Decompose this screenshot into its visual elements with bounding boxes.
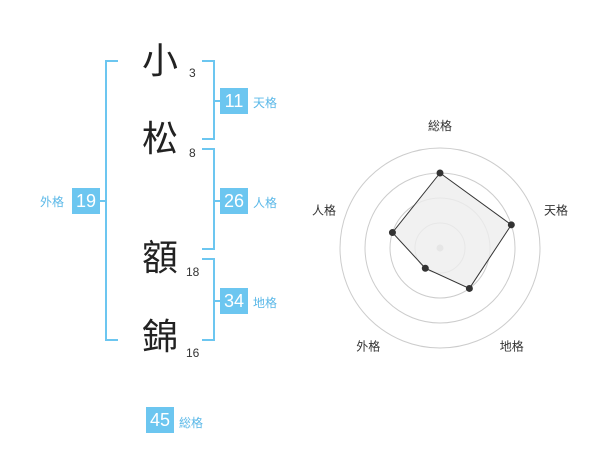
radar-point-4	[421, 264, 429, 272]
gaikaku-value: 19	[72, 188, 100, 214]
jinkaku-value: 26	[220, 188, 248, 214]
radar-polygon	[391, 172, 513, 290]
jinkaku-bracket	[202, 148, 220, 250]
stroke-count-2: 8	[189, 146, 196, 160]
radar-point-3	[465, 284, 473, 292]
radar-point-1	[436, 169, 444, 177]
name-char-4: 錦	[142, 317, 179, 358]
name-char-3: 額	[142, 238, 179, 279]
tenkaku-value: 11	[220, 88, 248, 114]
chikaku-bracket	[202, 258, 220, 341]
radar-axis-label-2: 天格	[544, 202, 568, 217]
stroke-count-1: 3	[189, 66, 196, 80]
soukaku-value: 45	[146, 407, 174, 433]
tenkaku-label: 天格	[253, 96, 278, 110]
soukaku-label: 総格	[179, 416, 204, 430]
gaikaku-bracket	[100, 60, 118, 341]
chikaku-value: 34	[220, 288, 248, 314]
radar-axis-label-1: 総格	[428, 118, 452, 133]
radar-point-5	[388, 229, 396, 237]
tenkaku-bracket	[202, 60, 220, 140]
stroke-count-4: 16	[186, 346, 200, 360]
radar-point-2	[507, 221, 515, 229]
chikaku-label: 地格	[253, 296, 278, 310]
gaikaku-label: 外格	[40, 195, 65, 209]
name-char-1: 小	[142, 41, 179, 82]
stroke-count-3: 18	[186, 265, 200, 279]
radar-ring-4	[339, 147, 541, 349]
radar-axis-label-4: 外格	[356, 339, 380, 354]
radar-axis-label-5: 人格	[312, 202, 336, 217]
jinkaku-label: 人格	[253, 196, 278, 210]
radar-axis-label-3: 地格	[500, 339, 524, 354]
name-char-2: 松	[142, 119, 179, 160]
